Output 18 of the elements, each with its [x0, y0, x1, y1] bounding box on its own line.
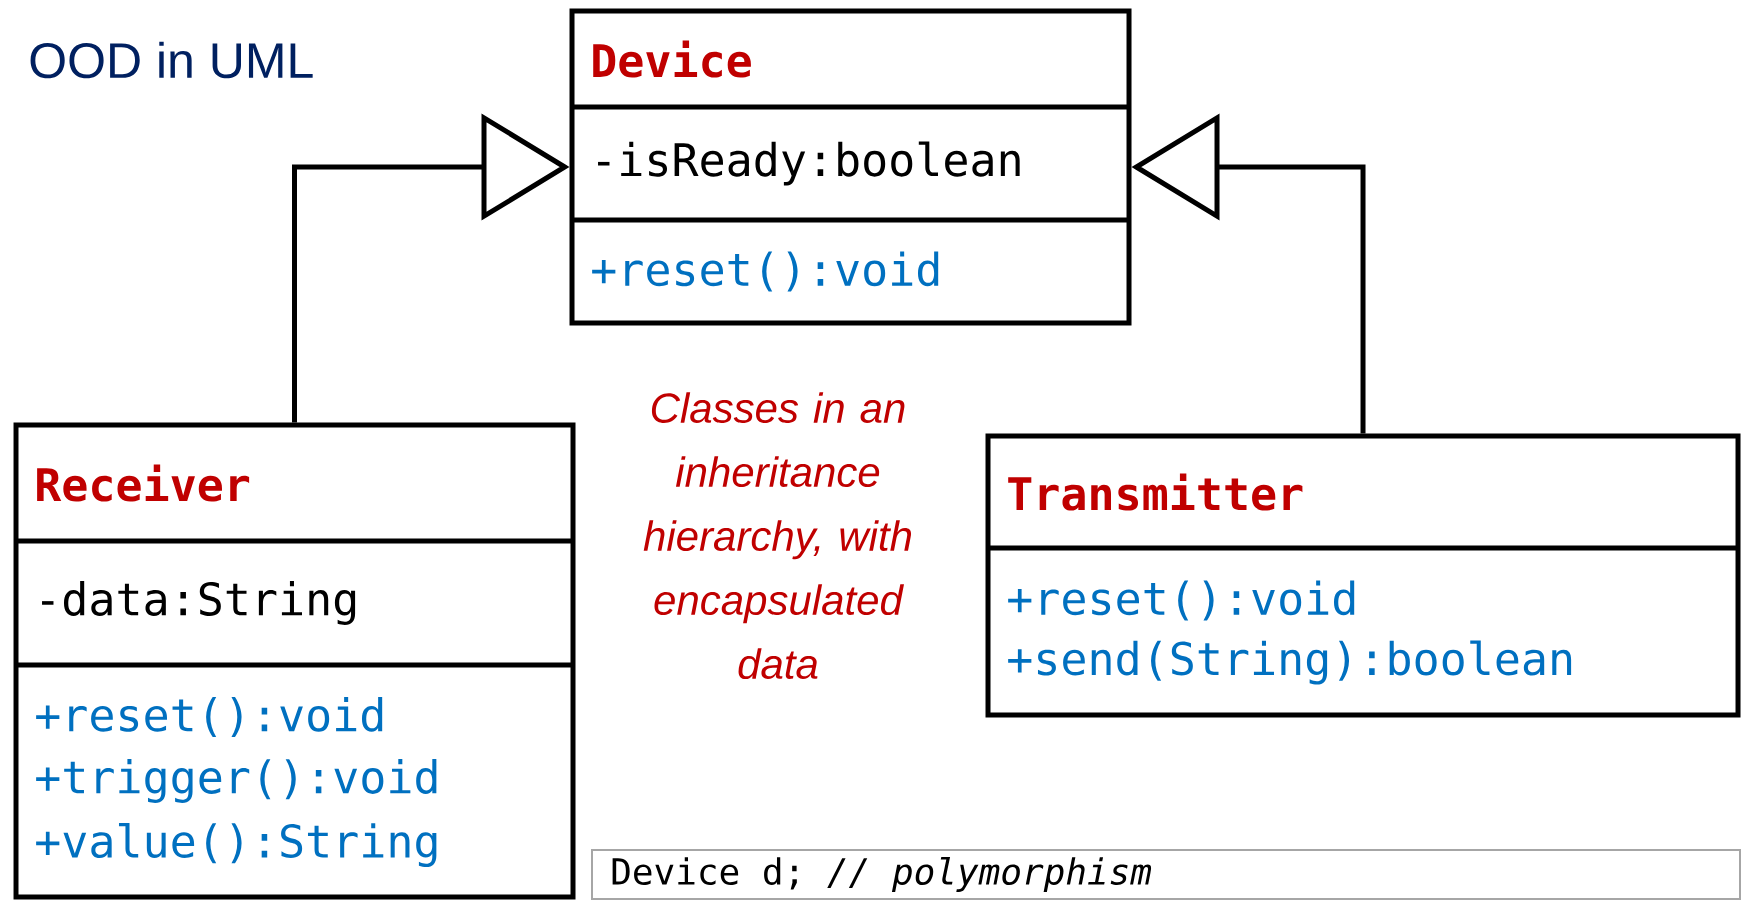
- attribute-text: -data:String: [42, 581, 356, 625]
- class-box: [985, 433, 1741, 718]
- class-name: Transmitter: [1008, 473, 1303, 511]
- class-box: [569, 8, 1132, 326]
- attribute-text: -isReady:boolean: [598, 141, 1020, 186]
- method-text: +reset():void: [36, 696, 383, 738]
- class-box: [13, 422, 576, 900]
- note-text: Classes in an inheritance hierarchy, with encapsulated data: [643, 392, 911, 680]
- method-text: +trigger():void: [36, 759, 437, 803]
- method-text: +reset():void: [1008, 580, 1355, 621]
- method-text: +value():String: [36, 822, 437, 868]
- code-line: Device d; // polymorphism: [612, 857, 1152, 892]
- class-name: Receiver: [37, 464, 250, 502]
- title: OOD in UML: [30, 41, 313, 79]
- method-text: +reset():void: [592, 251, 939, 292]
- class-name: Device: [593, 40, 751, 78]
- method-text: +send(String):boolean: [1008, 640, 1572, 685]
- code-box: [591, 849, 1741, 900]
